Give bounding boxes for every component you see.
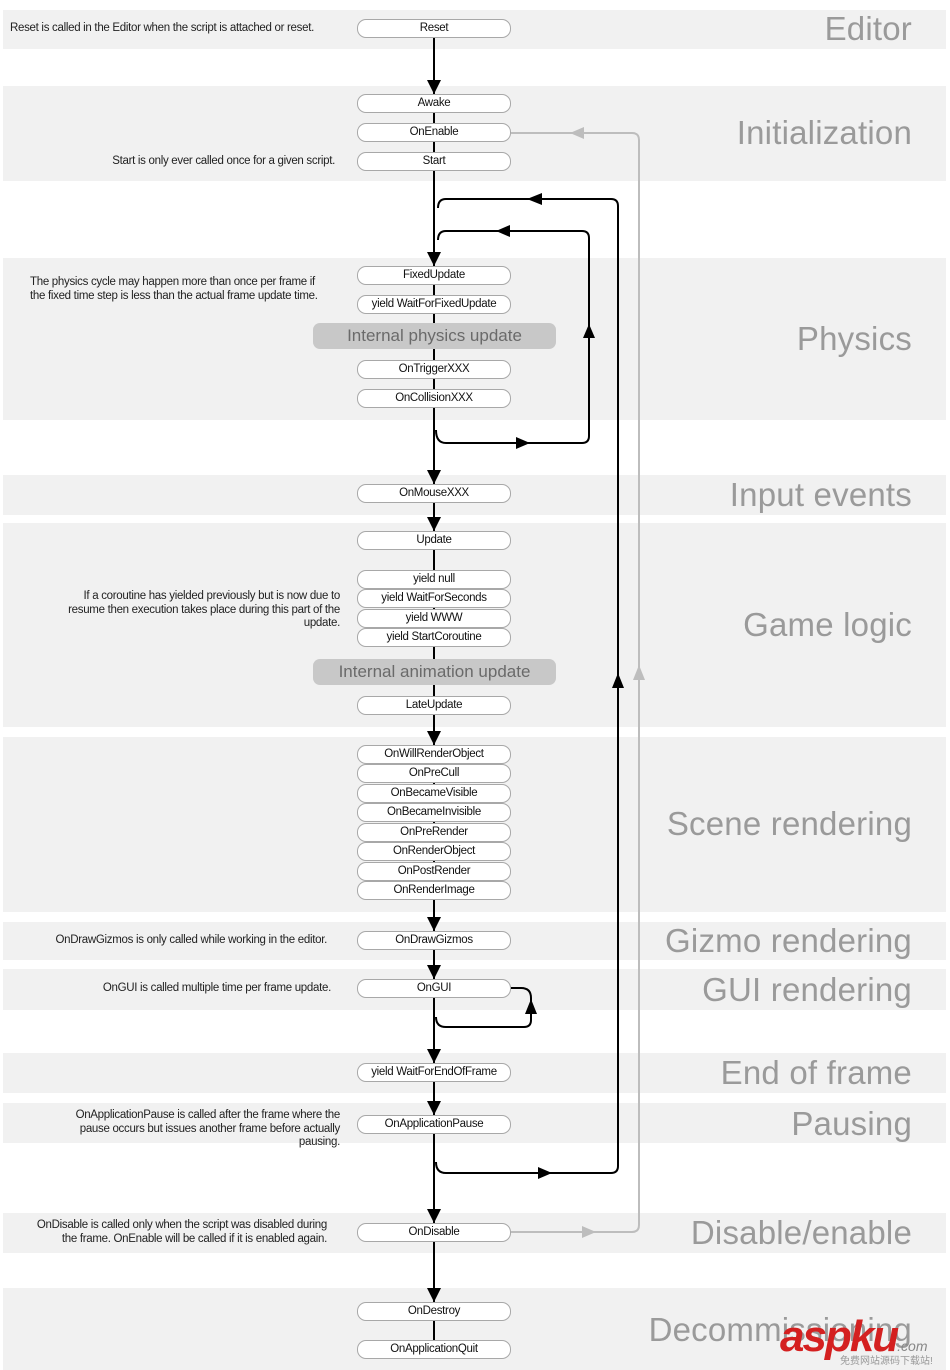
- arrow-to-ondestroy: [427, 1288, 441, 1302]
- node-onrenderimage: OnRenderImage: [357, 881, 511, 900]
- frame-loop-arrow-up: [612, 673, 624, 688]
- node-oncollision: OnCollisionXXX: [357, 389, 511, 408]
- watermark-suffix: .com: [897, 1338, 928, 1354]
- node-onwillrenderobject: OnWillRenderObject: [357, 745, 511, 764]
- arrow-to-ondisable: [427, 1209, 441, 1223]
- node-onbecamevisible: OnBecameVisible: [357, 784, 511, 803]
- arrow-to-ongui: [427, 965, 441, 979]
- section-title-editor: Editor: [824, 10, 912, 47]
- node-update: Update: [357, 531, 511, 550]
- note-gizmos: OnDrawGizmos is only called while workin…: [55, 934, 328, 946]
- node-yield-startcoroutine: yield StartCoroutine: [357, 628, 511, 647]
- arrow-to-onwillrender: [427, 731, 441, 745]
- physics-loop-arrow-right: [516, 437, 530, 449]
- node-onprerender: OnPreRender: [357, 823, 511, 842]
- node-waitforfixedupdate: yield WaitForFixedUpdate: [357, 295, 511, 314]
- arrow-to-onapplicationpause: [427, 1101, 441, 1115]
- section-title-initialization: Initialization: [736, 114, 912, 151]
- enable-disable-loop: [511, 132, 640, 1233]
- section-title-endframe: End of frame: [720, 1054, 912, 1091]
- node-yield-null: yield null: [357, 570, 511, 589]
- section-title-pausing: Pausing: [791, 1105, 912, 1142]
- watermark-logo: aspku.com 免费网站源码下载站!: [780, 1312, 933, 1367]
- section-title-input: Input events: [729, 476, 912, 513]
- node-onprecull: OnPreCull: [357, 764, 511, 783]
- gui-loop: [435, 987, 532, 1028]
- disable-loop-arrow-right: [582, 1226, 596, 1238]
- node-yield-waitforseconds: yield WaitForSeconds: [357, 589, 511, 608]
- note-start: Start is only ever called once for a giv…: [112, 155, 335, 167]
- physics-loop-arrow-left: [496, 225, 510, 237]
- node-fixedupdate: FixedUpdate: [357, 266, 511, 285]
- section-title-disable: Disable/enable: [690, 1214, 912, 1251]
- node-ondestroy: OnDestroy: [357, 1302, 511, 1321]
- note-pause: OnApplicationPause is called after the f…: [75, 1109, 341, 1148]
- section-title-decommissioning: Decommissioning: [648, 1311, 912, 1348]
- node-start: Start: [357, 152, 511, 171]
- node-reset: Reset: [357, 19, 511, 38]
- note-reset: Reset is called in the Editor when the s…: [10, 22, 314, 34]
- gui-loop-arrow-up: [525, 999, 537, 1014]
- section-title-gui: GUI rendering: [702, 971, 912, 1008]
- enable-loop-arrow-left: [570, 127, 584, 139]
- internal-physics-update: Internal physics update: [313, 323, 556, 349]
- note-disable: OnDisable is called only when the script…: [36, 1219, 327, 1245]
- section-title-physics: Physics: [796, 320, 912, 357]
- frame-loop-arrow-left: [527, 193, 542, 205]
- watermark-brand: aspku: [780, 1312, 899, 1361]
- node-ondrawgizmos: OnDrawGizmos: [357, 931, 511, 950]
- section-title-scene: Scene rendering: [666, 805, 912, 842]
- down-arrowheads: [427, 80, 441, 1302]
- node-onrenderobject: OnRenderObject: [357, 842, 511, 861]
- node-onbecameinvisible: OnBecameInvisible: [357, 803, 511, 822]
- physics-loop-arrow-up: [583, 324, 595, 338]
- node-ongui: OnGUI: [357, 979, 511, 998]
- arrow-to-update: [427, 517, 441, 531]
- node-waitforendofframe: yield WaitForEndOfFrame: [357, 1063, 511, 1082]
- node-onapplicationquit: OnApplicationQuit: [357, 1340, 511, 1359]
- arrow-to-waitforendofframe: [427, 1049, 441, 1063]
- node-onpostrender: OnPostRender: [357, 862, 511, 881]
- node-ondisable: OnDisable: [357, 1223, 511, 1242]
- node-onenable: OnEnable: [357, 123, 511, 142]
- node-lateupdate: LateUpdate: [357, 696, 511, 715]
- node-awake: Awake: [357, 94, 511, 113]
- arrow-to-onmouse: [427, 470, 441, 484]
- arrow-to-fixedupdate: [427, 252, 441, 266]
- arrow-to-awake: [427, 80, 441, 94]
- note-gui: OnGUI is called multiple time per frame …: [102, 982, 331, 994]
- internal-animation-update: Internal animation update: [313, 659, 556, 685]
- enable-loop-arrow-up: [633, 665, 645, 680]
- section-title-gamelogic: Game logic: [743, 606, 912, 643]
- section-title-gizmo: Gizmo rendering: [665, 922, 912, 959]
- note-coroutine: If a coroutine has yielded previously bu…: [68, 590, 340, 629]
- node-yield-www: yield WWW: [357, 609, 511, 628]
- node-onmouse: OnMouseXXX: [357, 484, 511, 503]
- frame-loop-arrow-right: [538, 1167, 552, 1179]
- node-ontrigger: OnTriggerXXX: [357, 360, 511, 379]
- watermark-tagline: 免费网站源码下载站!: [840, 1356, 933, 1367]
- arrow-to-ondrawgizmos: [427, 917, 441, 931]
- node-onapplicationpause: OnApplicationPause: [357, 1115, 511, 1134]
- note-physics: The physics cycle may happen more than o…: [30, 276, 318, 302]
